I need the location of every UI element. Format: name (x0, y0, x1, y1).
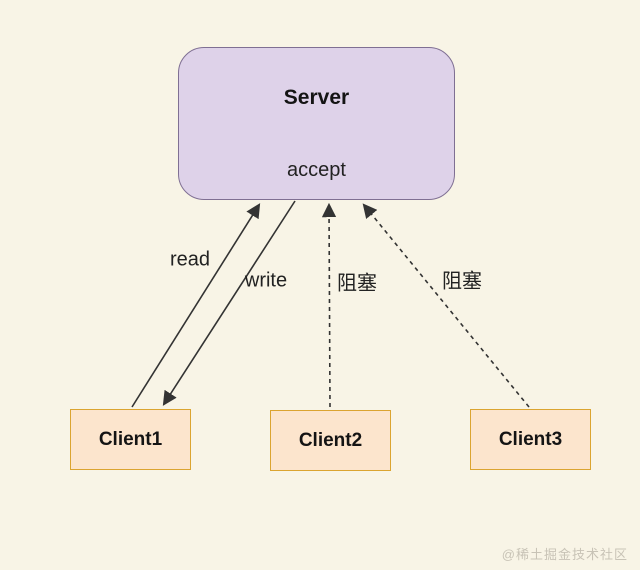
edge-label-write: write (244, 269, 288, 292)
client1-node: Client1 (70, 409, 191, 470)
watermark-text: @稀土掘金技术社区 (501, 547, 628, 562)
client1-label: Client1 (98, 428, 163, 450)
edge-block1-line (321, 202, 337, 408)
client2-node: Client2 (270, 410, 391, 471)
edge-read-line (162, 200, 296, 406)
edge-label-block-client3: 阻塞 (442, 270, 482, 293)
server-label: Server (283, 86, 350, 109)
client3-label: Client3 (498, 428, 563, 450)
edge-write-line (131, 203, 261, 408)
edge-label-read: read (169, 248, 211, 271)
client2-label: Client2 (298, 429, 363, 451)
edge-block2-line (362, 203, 530, 408)
server-node: Server accept (178, 47, 455, 200)
edge-label-block-client2: 阻塞 (337, 272, 377, 295)
server-accept-label: accept (287, 159, 346, 181)
client3-node: Client3 (470, 409, 591, 470)
